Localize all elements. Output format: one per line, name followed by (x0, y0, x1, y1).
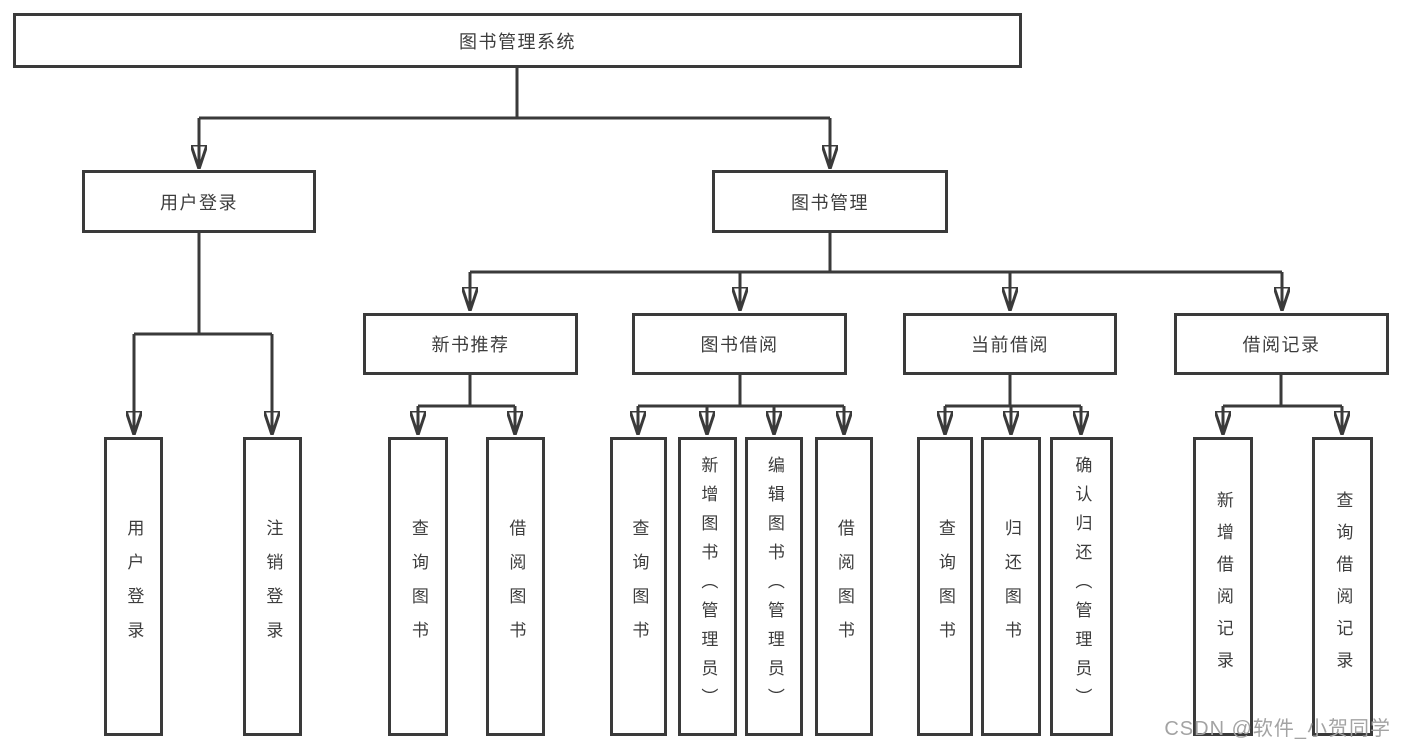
node-current-borrowing: 当前借阅 (903, 313, 1117, 375)
node-leaf-logout: 注销登录 (243, 437, 302, 736)
node-borrowing-records: 借阅记录 (1174, 313, 1389, 375)
node-leaf-user-login: 用户登录 (104, 437, 163, 736)
node-new-book-recommendation: 新书推荐 (363, 313, 578, 375)
node-book-management-label: 图书管理 (791, 192, 869, 213)
node-leaf-borrow-books: 借阅图书 (815, 437, 873, 736)
node-book-borrowing: 图书借阅 (632, 313, 847, 375)
node-book-management: 图书管理 (712, 170, 948, 233)
connector-skeleton (134, 68, 1342, 408)
node-book-borrowing-label: 图书借阅 (700, 335, 779, 355)
node-leaf-borrow-books-label: 借阅图书 (834, 518, 854, 655)
node-leaf-return-books: 归还图书 (981, 437, 1041, 736)
node-user-login: 用户登录 (82, 170, 316, 233)
node-leaf-logout-label: 注销登录 (263, 518, 283, 655)
node-current-borrowing-label: 当前借阅 (971, 335, 1049, 355)
node-leaf-return-books-label: 归还图书 (1001, 518, 1021, 655)
node-leaf-edit-books-admin-label: 编辑图书（管理员） (764, 456, 784, 717)
node-leaf-query-books-borrowing-label: 查询图书 (629, 518, 649, 655)
node-leaf-confirm-return-admin-label: 确认归还（管理员） (1072, 456, 1092, 717)
node-leaf-borrow-books-recommend: 借阅图书 (486, 437, 545, 736)
node-library-management-system: 图书管理系统 (13, 13, 1022, 68)
node-leaf-add-borrow-record-label: 新增借阅记录 (1213, 490, 1233, 683)
node-leaf-add-books-admin: 新增图书（管理员） (678, 437, 737, 736)
node-leaf-edit-books-admin: 编辑图书（管理员） (745, 437, 803, 736)
node-user-login-label: 用户登录 (160, 192, 238, 213)
node-leaf-query-borrow-record-label: 查询借阅记录 (1333, 490, 1353, 683)
node-leaf-add-books-admin-label: 新增图书（管理员） (698, 456, 718, 717)
node-leaf-query-books-current-label: 查询图书 (935, 518, 955, 655)
csdn-watermark: CSDN @软件_小贺同学 (1164, 718, 1391, 740)
node-leaf-query-books-current: 查询图书 (917, 437, 973, 736)
node-leaf-query-books-borrowing: 查询图书 (610, 437, 667, 736)
node-leaf-user-login-label: 用户登录 (124, 518, 144, 655)
node-leaf-query-books-recommend-label: 查询图书 (408, 518, 428, 655)
node-leaf-borrow-books-recommend-label: 借阅图书 (506, 518, 526, 655)
node-new-book-recommendation-label: 新书推荐 (431, 335, 510, 355)
node-leaf-query-books-recommend: 查询图书 (388, 437, 448, 736)
node-leaf-confirm-return-admin: 确认归还（管理员） (1050, 437, 1113, 736)
node-borrowing-records-label: 借阅记录 (1242, 335, 1321, 355)
node-library-management-system-label: 图书管理系统 (459, 31, 576, 52)
node-leaf-query-borrow-record: 查询借阅记录 (1312, 437, 1373, 736)
node-leaf-add-borrow-record: 新增借阅记录 (1193, 437, 1253, 736)
